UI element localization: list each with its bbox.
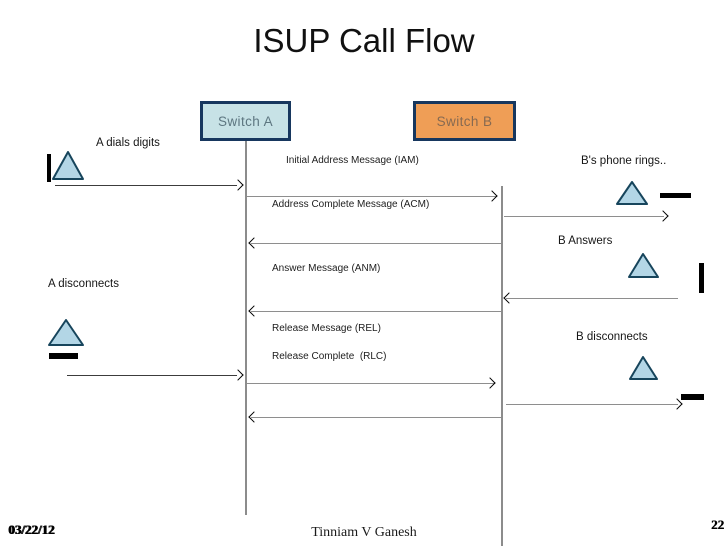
anm-message-label: Answer Message (ANM): [272, 263, 381, 274]
handset-bar-icon: [699, 263, 704, 293]
rel-arrowhead: [484, 377, 496, 389]
footer-date: 03/22/12: [8, 522, 55, 537]
b-rings-arrow: [504, 216, 664, 218]
iam-message-label: Initial Address Message (IAM): [286, 155, 419, 166]
phone-icon: [52, 151, 84, 180]
handset-bar-icon: [49, 353, 78, 359]
switch-b-label: Switch B: [436, 113, 493, 129]
rlc-arrowhead: [248, 411, 260, 423]
switch-a-lifeline: [245, 141, 247, 515]
a-dials-arrowhead: [232, 179, 244, 191]
acm-message-label: Address Complete Message (ACM): [272, 199, 430, 210]
handset-bar-icon: [681, 394, 704, 400]
phone-icon: [628, 253, 659, 278]
phone-icon: [616, 181, 648, 205]
b-rings-arrowhead: [657, 210, 669, 222]
iam-arrow: [247, 196, 497, 198]
switch-b-box: Switch B: [413, 101, 516, 141]
switch-a-box: Switch A: [200, 101, 291, 141]
b-disconnect-arrowhead: [671, 398, 683, 410]
rel-message-label: Release Message (REL): [272, 323, 381, 334]
iam-arrowhead: [486, 190, 498, 202]
rlc-arrow: [251, 417, 501, 419]
acm-arrow: [251, 243, 501, 245]
b-answers-arrow: [506, 298, 678, 300]
rel-arrow: [247, 383, 495, 385]
a-disconnect-arrow: [67, 375, 237, 377]
switch-b-lifeline: [501, 186, 503, 546]
rlc-message-label: Release Complete (RLC): [272, 351, 387, 362]
b-disconnect-arrow: [506, 404, 678, 406]
handset-bar-icon: [660, 193, 691, 198]
anm-arrow: [251, 311, 501, 313]
b-phone-rings-label: B's phone rings..: [581, 155, 667, 167]
switch-a-label: Switch A: [218, 113, 273, 129]
phone-icon: [629, 356, 658, 380]
slide-number: 22: [711, 517, 724, 532]
acm-arrowhead: [248, 237, 260, 249]
b-disconnects-label: B disconnects: [576, 331, 648, 343]
handset-bar-icon: [47, 154, 51, 182]
anm-arrowhead: [248, 305, 260, 317]
a-disconnect-arrowhead: [232, 369, 244, 381]
b-answers-label: B Answers: [558, 235, 613, 247]
phone-icon: [48, 319, 84, 346]
b-answers-arrowhead: [503, 292, 515, 304]
a-dials-arrow: [55, 185, 237, 187]
a-disconnects-label: A disconnects: [48, 278, 119, 290]
slide-title: ISUP Call Flow: [253, 22, 475, 59]
a-dials-digits-label: A dials digits: [96, 137, 160, 149]
footer-author: Tinniam V Ganesh: [311, 525, 417, 540]
